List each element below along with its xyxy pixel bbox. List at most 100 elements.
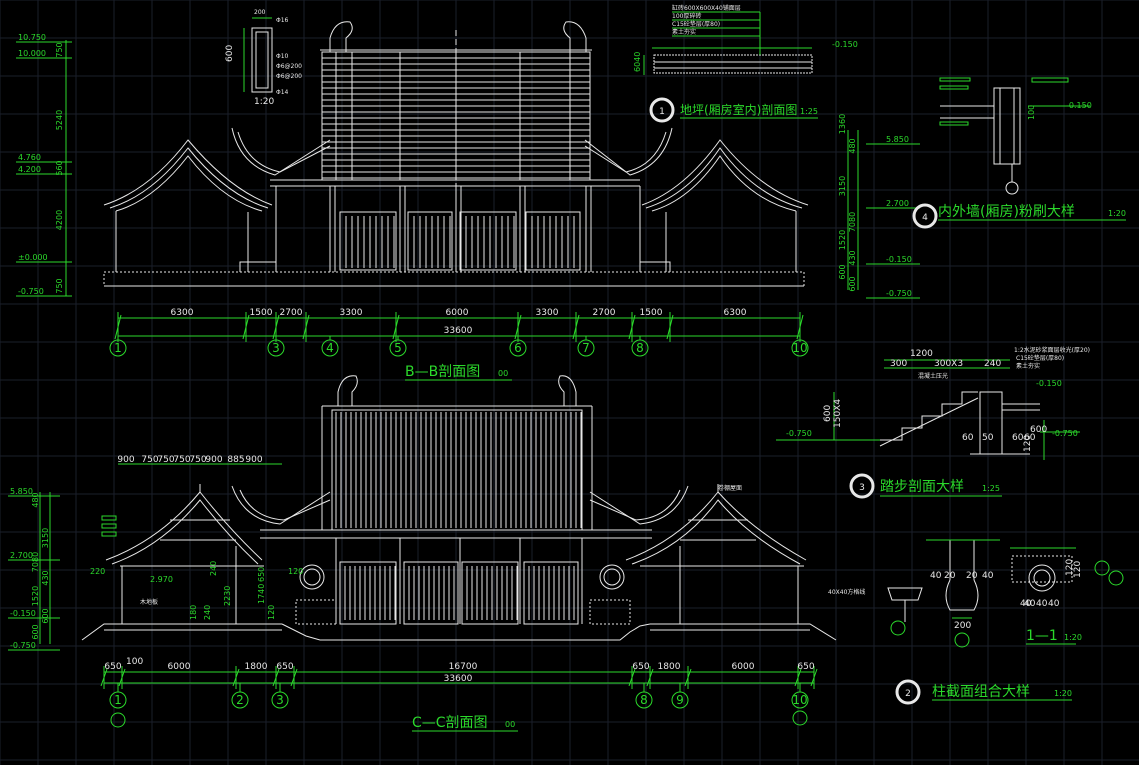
- bb-vdim-right: 430: [848, 250, 857, 265]
- beam-dim-text: 600: [225, 45, 235, 62]
- bb-axis-bubble: [577, 339, 595, 357]
- cc-dim-text: 650: [797, 662, 814, 672]
- bb-axis-label: 5: [394, 341, 402, 355]
- bb-vdim-left: 750: [55, 278, 64, 293]
- column-dim-text: 40: [982, 571, 994, 581]
- bb-axis-bubble: [631, 339, 649, 357]
- cc-title-scale: 00: [505, 720, 515, 729]
- cc-door-lattice: [335, 538, 583, 625]
- column-title-marker: [895, 679, 921, 705]
- floor-thickness: 6040: [633, 52, 642, 72]
- bb-vdim-left: 560: [55, 160, 64, 175]
- bb-axis-label: 3: [272, 341, 280, 355]
- cc-axis-label: 1: [114, 693, 122, 707]
- floor-note: 素土夯实: [672, 28, 696, 36]
- step-title: 踏步剖面大样: [880, 479, 964, 495]
- cc-vdim-left: 7080: [31, 552, 40, 572]
- cc-door-panel: [403, 561, 459, 625]
- cc-door-panel: [339, 561, 397, 625]
- cc-main-hall-roof: [331, 409, 583, 531]
- cc-level-left: -0.750: [10, 641, 36, 650]
- cc-floor-note: 木地板: [140, 598, 158, 606]
- cc-dim-text: 650: [104, 662, 121, 672]
- bb-vdim-left: 5240: [55, 110, 64, 130]
- svg-text:1:20: 1:20: [1054, 689, 1072, 698]
- step-dim-text: 60: [962, 433, 974, 443]
- column-dim-text: 200: [954, 621, 971, 631]
- cc-top-dim: 900: [245, 455, 262, 465]
- bb-dim-text: 3300: [536, 308, 559, 318]
- cc-axis-label: 3: [276, 693, 284, 707]
- bb-level-left: 10.000: [18, 49, 46, 58]
- svg-text:3: 3: [859, 483, 865, 493]
- column-dim-text: 40: [1020, 599, 1032, 609]
- floor-title-marker: [649, 97, 675, 123]
- cc-vdim-left: 3150: [41, 528, 50, 548]
- cc-dim-text: 6000: [168, 662, 191, 672]
- column-dim-text: 40: [1024, 599, 1036, 609]
- step-dim-text: 300X3: [934, 359, 963, 369]
- bb-ridge-ornament-left: [329, 21, 353, 52]
- step-note: 1:2水泥砂浆面层收光(厚20): [1014, 346, 1090, 354]
- step-dim-text: 60: [1024, 433, 1036, 443]
- bb-vdim-left: 4200: [55, 210, 64, 230]
- step-dim-text: 60: [1012, 433, 1024, 443]
- wall-title: 内外墙(厢房)粉刷大样: [938, 204, 1075, 220]
- step-dim-text: 120: [1023, 435, 1033, 452]
- bb-level-left: 4.760: [18, 153, 41, 162]
- cc-axis-bubble: [635, 691, 653, 709]
- cc-lower-eave-left: [231, 485, 331, 525]
- cc-inner-dim: 240: [209, 561, 218, 576]
- cc-sub-dim: 100: [126, 657, 143, 667]
- cc-ground-line: [81, 623, 282, 641]
- step-note: 混凝土压光: [918, 372, 948, 380]
- wall-level: -0.150: [1066, 101, 1092, 110]
- floor-level: -0.150: [832, 40, 858, 49]
- step-dim-text: 150X4: [833, 399, 843, 428]
- bb-axis-label: 10: [792, 341, 807, 355]
- bb-door-panel: [407, 211, 453, 271]
- svg-text:1:20: 1:20: [1108, 209, 1126, 218]
- step-dim-text: 1200: [910, 349, 933, 359]
- cc-lower-eave-right: [589, 485, 689, 525]
- step-note: C15砼垫层(厚80): [1016, 354, 1064, 362]
- cc-inner-dim: 2.970: [150, 575, 173, 584]
- bb-axis-bubble: [389, 339, 407, 357]
- cc-round-window-right: [599, 564, 625, 590]
- cc-inner-dim: 650: [257, 567, 266, 582]
- cc-top-dim: 750: [141, 455, 158, 465]
- bb-door-lattice: [339, 211, 581, 271]
- bb-vdim-right: 600: [848, 276, 857, 291]
- column-title: 柱截面组合大样: [932, 684, 1030, 700]
- beam-scale: 1:20: [254, 97, 274, 107]
- cc-level-left: 5.850: [10, 487, 33, 496]
- cc-level-left: 2.700: [10, 551, 33, 560]
- beam-dim-text: Φ6@200: [276, 73, 302, 80]
- beam-dim-text: 200: [254, 9, 266, 16]
- cc-inner-dim: 120: [288, 567, 303, 576]
- column-dim-text: 20: [944, 571, 956, 581]
- cc-inner-dim: 180: [189, 605, 198, 620]
- cc-top-dim: 750: [189, 455, 206, 465]
- bb-dim-text: 6300: [724, 308, 747, 318]
- cc-inner-dim: 220: [90, 567, 105, 576]
- bb-levels-left: 10.75010.0004.7604.200±0.000-0.750750524…: [16, 33, 72, 297]
- step-dim-text: 50: [982, 433, 994, 443]
- bb-ground-hatch: [103, 271, 805, 287]
- cc-dim-text: 16700: [449, 662, 478, 672]
- cc-vdim-left: 480: [31, 492, 40, 507]
- svg-text:2: 2: [905, 689, 911, 699]
- column-dim-text: 20: [966, 571, 978, 581]
- floor-note: 100厚碎砖: [672, 12, 701, 20]
- cc-levels-left: 5.8502.700-0.150-0.750480315070804301520…: [8, 487, 60, 651]
- cc-dim-text: 650: [632, 662, 649, 672]
- bb-axis-label: 6: [514, 341, 522, 355]
- column-dim-text: 40: [930, 571, 942, 581]
